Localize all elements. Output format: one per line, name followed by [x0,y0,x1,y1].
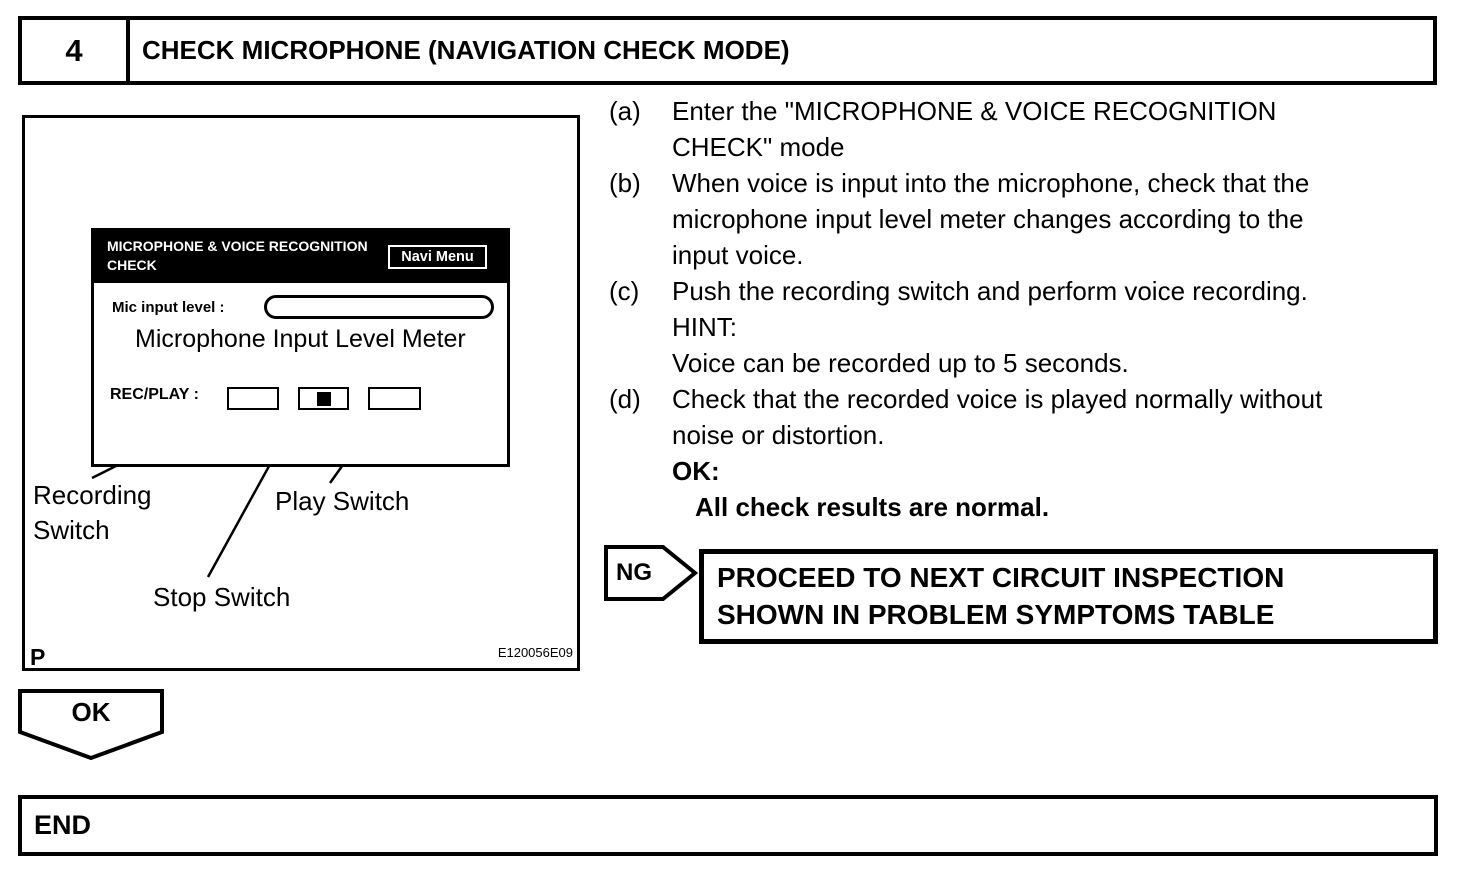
ng-action-line2: SHOWN IN PROBLEM SYMPTOMS TABLE [717,599,1275,630]
screen-header: MICROPHONE & VOICE RECOGNITION CHECK Nav… [94,231,507,283]
step-d-ok-text: All check results are normal. [695,492,1050,522]
mic-input-level-meter [264,295,494,319]
screen-title-line2: CHECK [107,257,157,273]
stop-icon [316,391,331,406]
screen-title: MICROPHONE & VOICE RECOGNITION CHECK [107,237,397,275]
navi-menu-button: Navi Menu [388,245,487,269]
step-c-hint-label: HINT: [672,312,737,342]
step-c-hint-text: Voice can be recorded up to 5 seconds. [672,348,1129,378]
step-b-line2: microphone input level meter changes acc… [672,204,1304,234]
step-header-bar: 4 CHECK MICROPHONE (NAVIGATION CHECK MOD… [18,16,1437,85]
procedure-steps: (a) Enter the "MICROPHONE & VOICE RECOGN… [609,93,1454,525]
ng-connector: NG [604,544,699,602]
step-b: (b) When voice is input into the microph… [609,165,1454,273]
step-d-ok-label: OK: [672,456,720,486]
ng-label: NG [616,559,652,586]
step-d-line1: Check that the recorded voice is played … [672,384,1323,414]
recording-switch-label-line2: Switch [33,515,110,545]
screen-title-line1: MICROPHONE & VOICE RECOGNITION [107,238,368,254]
step-a-line2: CHECK" mode [672,132,845,162]
step-b-marker: (b) [609,168,641,198]
step-a-marker: (a) [609,96,641,126]
ng-action-box: PROCEED TO NEXT CIRCUIT INSPECTION SHOWN… [699,549,1438,644]
ok-arrow-shape [18,689,164,761]
step-title: CHECK MICROPHONE (NAVIGATION CHECK MODE) [142,35,790,65]
step-a: (a) Enter the "MICROPHONE & VOICE RECOGN… [609,93,1454,165]
rec-play-label: REC/PLAY : [110,386,199,403]
ok-connector: OK [18,689,166,762]
device-screen: MICROPHONE & VOICE RECOGNITION CHECK Nav… [91,228,510,467]
step-a-line1: Enter the "MICROPHONE & VOICE RECOGNITIO… [672,96,1277,126]
ng-arrow-shape [604,545,699,601]
ng-action-line1: PROCEED TO NEXT CIRCUIT INSPECTION [717,562,1285,593]
ok-label: OK [71,696,111,727]
step-c-line1: Push the recording switch and perform vo… [672,276,1308,306]
mic-input-level-label: Mic input level : [112,299,225,316]
step-b-line1: When voice is input into the microphone,… [672,168,1310,198]
step-b-line3: input voice. [672,240,804,270]
play-switch-box [368,387,421,410]
end-label: END [34,810,92,840]
figure-code: E120056E09 [497,645,573,660]
end-box: END [18,795,1438,856]
play-switch-label: Play Switch [275,486,410,516]
figure-box: MICROPHONE & VOICE RECOGNITION CHECK Nav… [22,115,580,671]
recording-switch-box [227,387,279,410]
step-d: (d) Check that the recorded voice is pla… [609,381,1454,525]
stop-switch-label: Stop Switch [153,582,291,612]
meter-callout-label: Microphone Input Level Meter [135,325,466,353]
step-c: (c) Push the recording switch and perfor… [609,273,1454,381]
recording-switch-label-line1: Recording [33,480,152,510]
step-d-line2: noise or distortion. [672,420,885,450]
page-marker: P [30,644,46,670]
recording-switch-label: Recording Switch [33,478,152,548]
stop-switch-box [298,387,349,410]
step-c-marker: (c) [609,276,640,306]
step-d-marker: (d) [609,384,641,414]
step-number: 4 [22,20,130,81]
